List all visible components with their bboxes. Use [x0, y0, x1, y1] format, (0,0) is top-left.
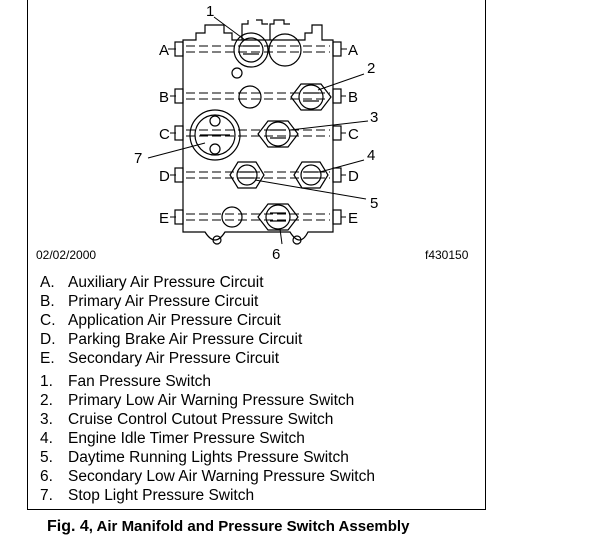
legend-text: Cruise Control Cutout Pressure Switch [68, 411, 334, 428]
port-plug [238, 85, 262, 109]
legend-item: C. Application Air Pressure Circuit [40, 311, 302, 330]
callout-4: 4 [367, 147, 375, 164]
row-label-e-right: E [348, 210, 358, 227]
manifold-body [182, 24, 334, 241]
legend-item: A. Auxiliary Air Pressure Circuit [40, 273, 302, 292]
legend-text: Application Air Pressure Circuit [68, 312, 281, 329]
legend-text: Stop Light Pressure Switch [68, 487, 255, 504]
legend-key: 4. [40, 430, 53, 447]
switch-5-daytime-running-lights [229, 161, 265, 189]
legend-key: B. [40, 293, 55, 310]
mount-hole [212, 235, 222, 245]
callout-5: 5 [370, 195, 378, 212]
row-label-c-left: C [159, 126, 170, 143]
legend-item: 1. Fan Pressure Switch [40, 372, 375, 391]
switch-4-engine-idle-timer [293, 161, 329, 189]
callout-1: 1 [206, 3, 214, 20]
switch-6-secondary-low-air [257, 203, 299, 231]
legend-key: 3. [40, 411, 53, 428]
switch-legend: 1. Fan Pressure Switch 2. Primary Low Air … [40, 372, 375, 505]
row-label-c-right: C [348, 126, 359, 143]
figure-frame [27, 0, 486, 510]
legend-key: D. [40, 331, 56, 348]
port-plug [221, 206, 243, 228]
row-label-b-left: B [159, 89, 169, 106]
port-plug [268, 33, 302, 67]
legend-item: 3. Cruise Control Cutout Pressure Switch [40, 410, 375, 429]
row-label-d-left: D [159, 168, 170, 185]
figure-number: Fig. 4 [47, 518, 89, 535]
row-label-b-right: B [348, 89, 358, 106]
legend-text: Primary Air Pressure Circuit [68, 293, 259, 310]
figure-caption: Fig. 4, Air Manifold and Pressure Switch… [47, 518, 409, 536]
legend-item: E. Secondary Air Pressure Circuit [40, 349, 302, 368]
legend-item: 6. Secondary Low Air Warning Pressure Swi… [40, 467, 375, 486]
legend-item: 4. Engine Idle Timer Pressure Switch [40, 429, 375, 448]
legend-text: Parking Brake Air Pressure Circuit [68, 331, 303, 348]
legend-text: Engine Idle Timer Pressure Switch [68, 430, 305, 447]
switch-7-stop-light [189, 109, 241, 161]
figure-title: , Air Manifold and Pressure Switch Assem… [88, 518, 410, 535]
legend-text: Secondary Air Pressure Circuit [68, 350, 280, 367]
row-label-a-left: A [159, 42, 169, 59]
legend-text: Secondary Low Air Warning Pressure Switc… [68, 468, 375, 485]
callout-6: 6 [272, 246, 280, 263]
legend-key: 7. [40, 487, 53, 504]
row-label-d-right: D [348, 168, 359, 185]
circuit-legend: A. Auxiliary Air Pressure Circuit B. Prima… [40, 273, 302, 368]
legend-key: 1. [40, 373, 53, 390]
legend-key: 6. [40, 468, 53, 485]
switch-2-primary-low-air [290, 83, 332, 111]
mount-hole [292, 235, 302, 245]
legend-item: 7. Stop Light Pressure Switch [40, 486, 375, 505]
legend-key: A. [40, 274, 55, 291]
legend-text: Auxiliary Air Pressure Circuit [68, 274, 264, 291]
figure-id: f430150 [425, 248, 469, 262]
callout-3: 3 [370, 109, 378, 126]
legend-text: Daytime Running Lights Pressure Switch [68, 449, 349, 466]
legend-key: 2. [40, 392, 53, 409]
port-plug [231, 67, 243, 79]
legend-text: Fan Pressure Switch [68, 373, 211, 390]
callout-7: 7 [134, 150, 142, 167]
legend-item: 5. Daytime Running Lights Pressure Switch [40, 448, 375, 467]
switch-1-fan [233, 32, 269, 68]
legend-key: 5. [40, 449, 53, 466]
legend-text: Primary Low Air Warning Pressure Switch [68, 392, 355, 409]
switch-3-cruise-control [257, 120, 299, 148]
legend-key: E. [40, 350, 55, 367]
diagram-date: 02/02/2000 [36, 248, 97, 262]
callout-2: 2 [367, 60, 375, 77]
row-label-e-left: E [159, 210, 169, 227]
row-label-a-right: A [348, 42, 358, 59]
legend-item: 2. Primary Low Air Warning Pressure Switc… [40, 391, 375, 410]
legend-item: B. Primary Air Pressure Circuit [40, 292, 302, 311]
manifold-diagram: A B C D E A B C D E 1 2 3 4 5 6 7 [134, 3, 378, 263]
legend-item: D. Parking Brake Air Pressure Circuit [40, 330, 302, 349]
legend-key: C. [40, 312, 56, 329]
